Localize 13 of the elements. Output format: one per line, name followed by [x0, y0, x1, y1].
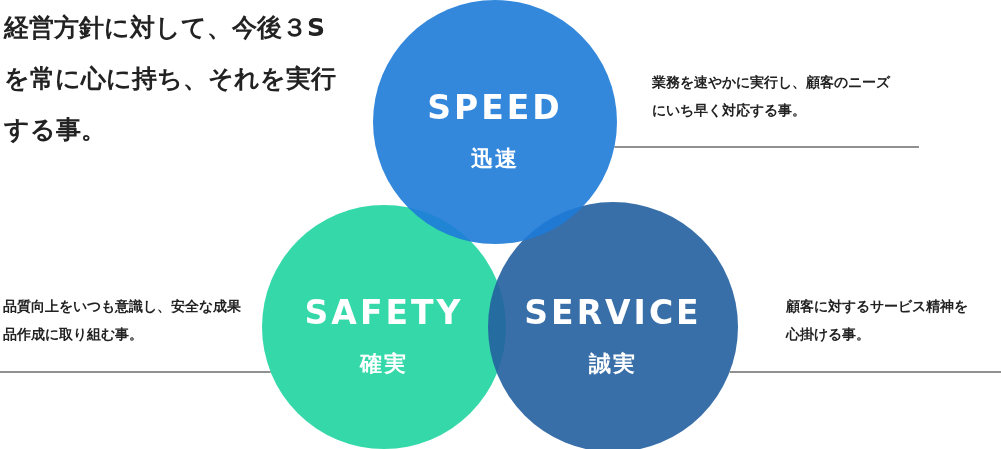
description-text: 顧客に対するサービス精神を心掛ける事。 — [786, 297, 969, 344]
leader-line — [729, 371, 1001, 373]
description-text: 品質向上をいつも意識し、安全な成果品作成に取り組む事。 — [2, 297, 242, 344]
circle-subtitle: 確実 — [360, 350, 408, 378]
circle-title: SPEED — [427, 88, 563, 127]
leader-line — [0, 371, 272, 373]
circle-title: SERVICE — [524, 293, 702, 332]
leader-line — [613, 146, 920, 148]
description-text: 業務を速やかに実行し、顧客のニーズにいち早く対応する事。 — [652, 73, 892, 120]
heading: 経営方針に対して、今後３Sを常に心に持ち、それを実行する事。 — [4, 12, 337, 146]
circle-title: SAFETY — [304, 293, 464, 332]
circle-subtitle: 誠実 — [589, 350, 637, 378]
circle-subtitle: 迅速 — [471, 145, 519, 173]
